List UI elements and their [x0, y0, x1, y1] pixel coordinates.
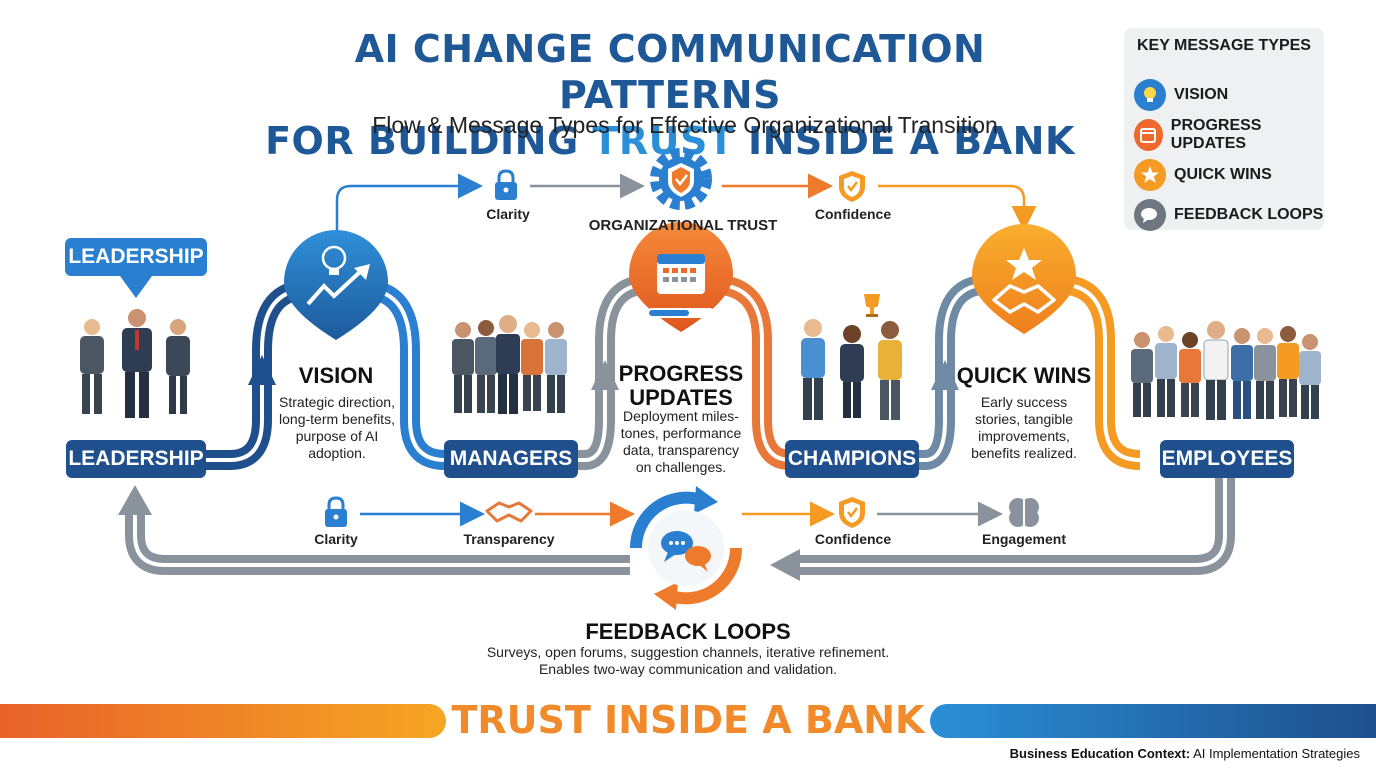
progress-desc-line: on challenges.: [635, 459, 727, 475]
top-clarity-label: Clarity: [486, 206, 530, 222]
leadership-badge: LEADERSHIP: [66, 440, 206, 478]
quickwins-description: Early success stories, tangible improvem…: [954, 394, 1094, 462]
legend-label: VISION: [1174, 86, 1229, 103]
quickwins-title: QUICK WINS: [956, 363, 1092, 388]
leadership-people: [80, 309, 190, 418]
quickwins-desc-line: benefits realized.: [971, 445, 1077, 461]
shield-check-icon: [839, 171, 865, 202]
vision-desc-line: Strategic direction,: [279, 394, 395, 410]
champions-people: [801, 319, 902, 420]
managers-badge: MANAGERS: [444, 440, 578, 478]
legend-item-progress: PROGRESS UPDATES: [1134, 117, 1324, 152]
progress-description: Deployment miles- tones, performance dat…: [610, 408, 752, 476]
gear-shield-icon: [650, 148, 712, 210]
title-line-2-end: INSIDE A BANK: [734, 119, 1075, 163]
quickwins-desc-line: Early success: [980, 394, 1068, 410]
feedback-description-2: Enables two-way communication and valida…: [538, 661, 838, 677]
bottom-title: TRUST INSIDE A BANK: [451, 698, 925, 742]
legend-label: QUICK WINS: [1174, 166, 1272, 183]
legend-panel: KEY MESSAGE TYPES VISION PROGRESS UPDATE…: [1124, 28, 1324, 232]
feedback-transparency-label: Transparency: [463, 531, 555, 547]
legend-item-quickwins: QUICK WINS: [1134, 158, 1272, 192]
champions-badge: CHAMPIONS: [785, 440, 919, 478]
feedback-confidence-label: Confidence: [814, 531, 892, 547]
feedback-engagement-label: Engagement: [981, 531, 1066, 547]
vision-pin: [284, 230, 388, 340]
vision-desc-line: long-term benefits,: [279, 411, 395, 427]
shield-check-icon: [839, 497, 865, 528]
vision-description: Strategic direction, long-term benefits,…: [266, 394, 408, 462]
feedback-title: FEEDBACK LOOPS: [585, 619, 791, 644]
title-line-2: FOR BUILDING TRUST INSIDE A BANK: [240, 118, 1100, 164]
vision-desc-line: adoption.: [308, 445, 366, 461]
legend-label: PROGRESS UPDATES: [1170, 117, 1262, 152]
chat-bubbles-icon: [1134, 199, 1166, 231]
feedback-clarity-label: Clarity: [314, 531, 358, 547]
employees-people: [1131, 321, 1321, 420]
legend-title: KEY MESSAGE TYPES: [1137, 37, 1311, 54]
managers-people: [452, 315, 567, 414]
page-subtitle: Flow & Message Types for Effective Organ…: [372, 112, 998, 138]
footer-label: Business Education Context:: [1009, 746, 1191, 761]
quickwins-pin: [972, 224, 1076, 334]
bottom-bar-right: [930, 704, 1376, 738]
quickwins-desc-line: stories, tangible: [974, 411, 1074, 427]
feedback-description-1: Surveys, open forums, suggestion channel…: [486, 644, 890, 660]
brain-icon: [1009, 498, 1039, 527]
lightbulb-icon: [1134, 79, 1166, 111]
progress-desc-line: Deployment miles-: [623, 408, 739, 424]
top-flow-line-4: [878, 184, 1037, 231]
calendar-icon: [1134, 119, 1163, 151]
progress-title-line: PROGRESS: [618, 361, 744, 386]
lock-icon: [325, 496, 347, 527]
top-confidence-label: Confidence: [814, 206, 892, 222]
star-icon: [1134, 159, 1166, 191]
progress-title-line: UPDATES: [629, 385, 733, 410]
organizational-trust-label: ORGANIZATIONAL TRUST: [588, 217, 778, 234]
progress-title: PROGRESS UPDATES: [611, 362, 751, 410]
legend-item-feedback: FEEDBACK LOOPS: [1134, 198, 1323, 232]
progress-desc-line: data, transparency: [623, 442, 739, 458]
trophy-icon: [864, 294, 880, 317]
handshake-icon: [485, 501, 533, 523]
vision-title: VISION: [298, 363, 374, 388]
employees-badge: EMPLOYEES: [1160, 440, 1294, 478]
flow-diagram: [80, 148, 1321, 610]
bottom-bar-left: [0, 704, 446, 738]
progress-pin: [629, 222, 733, 332]
lock-icon: [495, 169, 517, 200]
title-line-1: AI CHANGE COMMUNICATION PATTERNS: [354, 27, 986, 117]
legend-label: FEEDBACK LOOPS: [1174, 206, 1324, 223]
progress-desc-line: tones, performance: [620, 425, 742, 441]
title-line-2-start: FOR BUILDING: [265, 119, 593, 163]
vision-desc-line: purpose of AI: [295, 428, 379, 444]
page-title: AI CHANGE COMMUNICATION PATTERNS FOR BUI…: [240, 26, 1100, 164]
legend-item-vision: VISION: [1134, 78, 1228, 112]
feedback-loop-icon: [629, 486, 743, 610]
footer: Business Education Context: AI Implement…: [1010, 746, 1360, 761]
leadership-pointer: [120, 276, 152, 298]
leadership-top-badge: LEADERSHIP: [65, 238, 207, 276]
quickwins-desc-line: improvements,: [978, 428, 1070, 444]
footer-text: AI Implementation Strategies: [1190, 746, 1360, 761]
top-flow-line-1: [335, 173, 483, 235]
